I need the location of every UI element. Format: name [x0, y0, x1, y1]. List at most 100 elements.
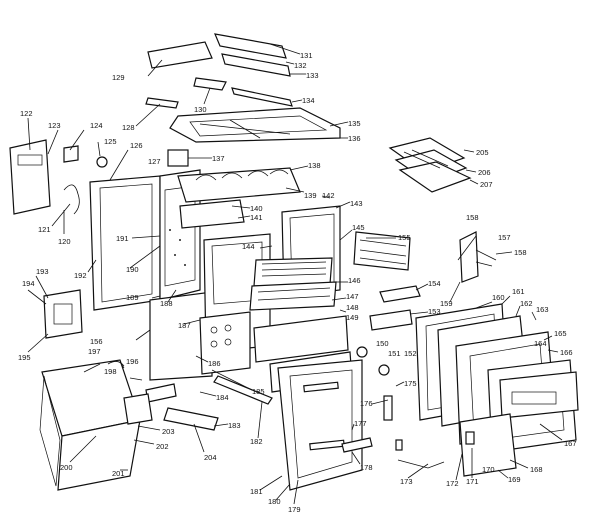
- callout-165: 165: [554, 329, 567, 338]
- callout-168: 168: [530, 465, 543, 474]
- callout-132: 132: [294, 61, 307, 70]
- callout-196: 196: [126, 357, 139, 366]
- callout-138: 138: [308, 161, 321, 170]
- callout-153: 153: [428, 307, 441, 316]
- callout-192: 192: [74, 271, 87, 280]
- callout-145: 145: [352, 223, 365, 232]
- callout-127: 127: [148, 157, 161, 166]
- callout-154: 154: [428, 279, 441, 288]
- callout-152: 152: [404, 349, 417, 358]
- callout-177: 177: [354, 419, 367, 428]
- callout-163: 163: [536, 305, 549, 314]
- callout-160: 160: [492, 293, 505, 302]
- callout-159: 159: [440, 299, 453, 308]
- callout-198: 198: [104, 367, 117, 376]
- callout-185: 185: [252, 387, 265, 396]
- callout-157: 157: [498, 233, 511, 242]
- callout-122: 122: [20, 109, 33, 118]
- callout-148: 148: [346, 303, 359, 312]
- part-broiler-pan: [388, 137, 472, 193]
- part-side-bracket: [43, 289, 83, 339]
- callout-176: 176: [360, 399, 373, 408]
- callout-191: 191: [116, 234, 129, 243]
- callout-188: 188: [160, 299, 173, 308]
- callout-142: 142: [322, 191, 335, 200]
- part-storage-drawer: [39, 359, 153, 491]
- callout-161: 161: [512, 287, 525, 296]
- callout-149: 149: [346, 313, 359, 322]
- callout-155: 155: [398, 233, 411, 242]
- callout-146: 146: [348, 276, 361, 285]
- callout-166: 166: [560, 348, 573, 357]
- callout-143: 143: [350, 199, 363, 208]
- part-broiler-rack: [353, 231, 421, 331]
- callout-137: 137: [212, 154, 225, 163]
- callout-144: 144: [242, 242, 255, 251]
- part-door-hinge: [459, 231, 497, 283]
- callout-183: 183: [228, 421, 241, 430]
- callout-205: 205: [476, 148, 489, 157]
- callout-151: 151: [388, 349, 401, 358]
- callout-195: 195: [18, 353, 31, 362]
- callout-140: 140: [250, 204, 263, 213]
- callout-203: 203: [162, 427, 175, 436]
- callout-201: 201: [112, 469, 125, 478]
- callout-207: 207: [480, 180, 493, 189]
- callout-128: 128: [122, 123, 135, 132]
- callout-158-top: 158: [466, 213, 479, 222]
- callout-171: 171: [466, 477, 479, 486]
- callout-120: 120: [58, 237, 71, 246]
- part-lower-door: [253, 315, 363, 491]
- callout-172: 172: [446, 479, 459, 488]
- part-knobs: [341, 346, 445, 469]
- part-top-trim: [145, 33, 341, 143]
- part-oven-body: [89, 169, 213, 381]
- callout-162: 162: [520, 299, 533, 308]
- callout-190: 190: [126, 265, 139, 274]
- callout-131: 131: [300, 51, 313, 60]
- callout-158-right: 158: [514, 248, 527, 257]
- callout-178: 178: [360, 463, 373, 472]
- callout-167: 167: [564, 439, 577, 448]
- callout-206: 206: [478, 168, 491, 177]
- callout-193: 193: [36, 267, 49, 276]
- callout-197: 197: [88, 347, 101, 356]
- callout-180: 180: [268, 497, 281, 506]
- callout-126: 126: [130, 141, 143, 150]
- callout-136: 136: [348, 134, 361, 143]
- callout-labels: 129 131 132 133 134 130 128 135 136 137 …: [18, 51, 577, 514]
- callout-156: 156: [90, 337, 103, 346]
- callout-147: 147: [346, 292, 359, 301]
- callout-164: 164: [534, 339, 547, 348]
- callout-150: 150: [376, 339, 389, 348]
- callout-139: 139: [304, 191, 317, 200]
- callout-181: 181: [250, 487, 263, 496]
- part-lower-brackets: [145, 375, 273, 431]
- callout-135: 135: [348, 119, 361, 128]
- callout-124: 124: [90, 121, 103, 130]
- callout-194: 194: [22, 279, 35, 288]
- callout-173: 173: [400, 477, 413, 486]
- callout-169: 169: [508, 475, 521, 484]
- callout-204: 204: [204, 453, 217, 462]
- callout-179: 179: [288, 505, 301, 514]
- callout-182: 182: [250, 437, 263, 446]
- part-door-frame: [459, 413, 517, 477]
- callout-187: 187: [178, 321, 191, 330]
- callout-202: 202: [156, 442, 169, 451]
- callout-184: 184: [216, 393, 229, 402]
- callout-175: 175: [404, 379, 417, 388]
- callout-129: 129: [112, 73, 125, 82]
- part-oven-racks: [199, 233, 337, 375]
- part-control-panel: [9, 139, 108, 215]
- leader-lines: [27, 43, 563, 505]
- callout-125: 125: [104, 137, 117, 146]
- callout-121: 121: [38, 225, 51, 234]
- callout-130: 130: [194, 105, 207, 114]
- callout-170: 170: [482, 465, 495, 474]
- callout-189: 189: [126, 293, 139, 302]
- callout-133: 133: [306, 71, 319, 80]
- callout-123: 123: [48, 121, 61, 130]
